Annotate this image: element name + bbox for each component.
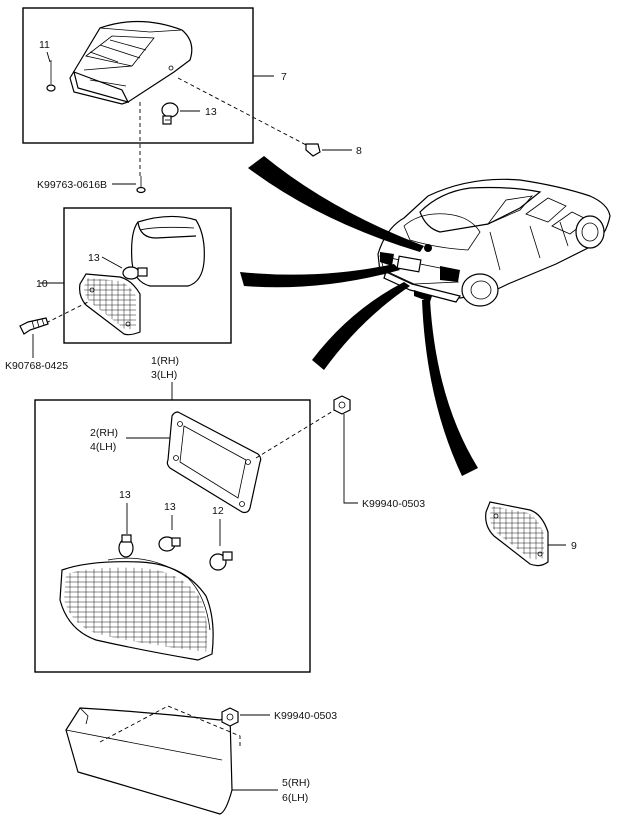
label-k99940-0503-a: K99940-0503	[362, 498, 425, 510]
callout-11: 11	[39, 39, 50, 51]
dashed-line-0425	[39, 301, 89, 327]
high-mount-lamp-group: 11 13 7	[22, 7, 287, 144]
callout-6-lh: 6(LH)	[282, 792, 308, 804]
high-mount-lamp-housing	[69, 20, 193, 105]
label-k99940-0503-b: K99940-0503	[274, 710, 337, 722]
screw-8	[305, 143, 321, 157]
pointer-reflector	[422, 300, 478, 476]
bulb-13-low-a	[118, 503, 134, 558]
pointer-license-lamp	[240, 264, 400, 288]
callout-13-low-a: 13	[119, 489, 131, 501]
callout-13-top: 13	[205, 106, 217, 118]
screw-k99763-0616b	[136, 176, 146, 194]
license-lamp-lens	[79, 273, 141, 336]
bulb-12	[209, 519, 233, 571]
screw-k90768-0425	[19, 317, 49, 335]
callout-8: 8	[356, 145, 362, 157]
pointer-tail-lamp	[312, 282, 410, 370]
nut-k99940-0503-a	[333, 395, 351, 415]
callout-5-rh: 5(RH)	[282, 777, 310, 789]
callout-13-mid: 13	[88, 252, 100, 264]
bulb-13-low-b	[158, 515, 181, 552]
screw-11	[46, 60, 56, 92]
dashed-line-8	[177, 77, 313, 149]
dashed-outline-garnish	[99, 705, 241, 748]
dashed-line-0503-a	[255, 407, 339, 459]
callout-9: 9	[571, 540, 577, 552]
callout-2-rh: 2(RH)	[90, 427, 118, 439]
callout-12: 12	[212, 505, 224, 517]
car-illustration	[377, 178, 611, 307]
rear-combination-lamp-group: 2(RH) 4(LH) 13 13 12	[34, 399, 311, 673]
group-frame-10	[63, 207, 232, 344]
license-lamp-group: 13 10	[36, 207, 232, 344]
nut-k99940-0503-b	[221, 707, 239, 727]
label-k90768-0425: K90768-0425	[5, 360, 68, 372]
bulb-13-top	[161, 102, 179, 125]
rear-combination-lens	[59, 557, 214, 661]
group-frame-1-3	[34, 399, 311, 673]
reflector-9	[485, 501, 549, 567]
pointer-high-mount	[248, 156, 424, 252]
callout-13-low-b: 13	[164, 501, 176, 513]
label-k99763-0616b: K99763-0616B	[37, 179, 107, 191]
gasket	[166, 411, 262, 514]
license-lamp-cover	[131, 215, 205, 287]
callout-1-rh: 1(RH)	[151, 355, 179, 367]
callout-3-lh: 3(LH)	[151, 369, 177, 381]
rear-garnish	[65, 707, 233, 815]
callout-4-lh: 4(LH)	[90, 441, 116, 453]
bulb-13-mid	[122, 266, 148, 280]
callout-10: 10	[36, 278, 48, 290]
callout-7: 7	[281, 71, 287, 83]
group-frame-7	[22, 7, 254, 144]
